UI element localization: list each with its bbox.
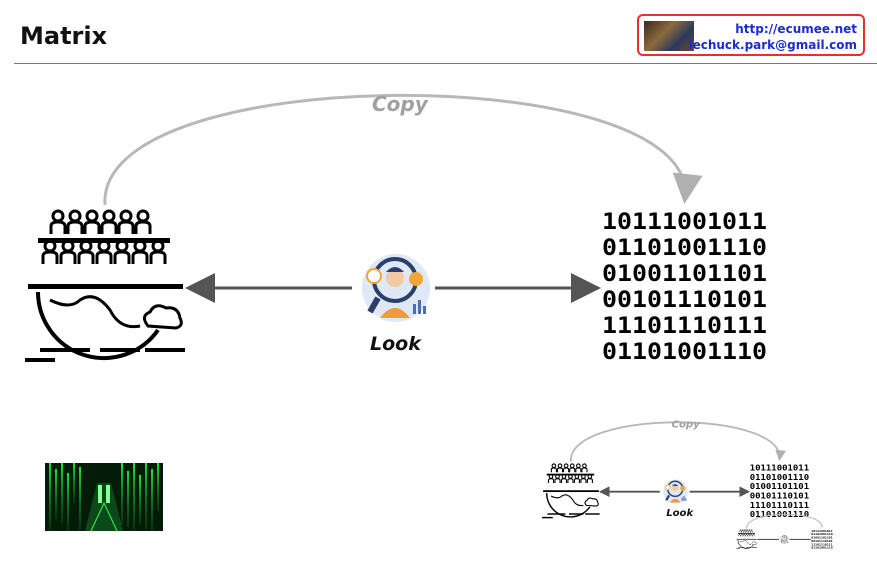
svg-text:10111001011: 10111001011 — [750, 463, 810, 472]
svg-text:00101110101: 00101110101 — [811, 539, 833, 543]
binary-row: 01001101101 — [602, 262, 767, 287]
svg-text:01001101101: 01001101101 — [811, 536, 833, 540]
binary-data-icon: 10111001011 01101001110 01001101101 0010… — [602, 210, 767, 365]
copy-arc — [103, 93, 703, 206]
binary-row: 11101110111 — [602, 314, 767, 339]
svg-text:11101110111: 11101110111 — [750, 501, 810, 510]
recursive-diagram-medium: Copy Look 10111001011 01101001110 010011… — [542, 420, 810, 519]
look-label-small: Look — [666, 508, 694, 519]
binary-row: 01101001110 — [602, 236, 767, 261]
binary-row: 00101110101 — [602, 288, 767, 313]
analyst-magnifier-icon — [362, 254, 430, 322]
svg-text:11101110111: 11101110111 — [811, 542, 833, 546]
author-badge[interactable]: http://ecumee.net lechuck.park@gmail.com — [637, 14, 865, 56]
copy-label-small: Copy — [672, 420, 701, 431]
svg-text:01101001110: 01101001110 — [811, 546, 833, 550]
author-thumbnail — [644, 21, 694, 51]
copy-label: Copy — [372, 92, 429, 116]
svg-text:01101001110: 01101001110 — [750, 473, 810, 482]
binary-row: 10111001011 — [602, 210, 767, 235]
page-title: Matrix — [20, 22, 108, 50]
svg-text:10111001011: 10111001011 — [811, 529, 833, 533]
svg-text:01001101101: 01001101101 — [750, 482, 810, 491]
svg-text:01101001110: 01101001110 — [811, 532, 833, 536]
author-url[interactable]: http://ecumee.net — [735, 22, 857, 36]
matrix-code-image — [45, 463, 163, 531]
binary-row: 01101001110 — [602, 340, 767, 365]
recursive-diagram-tiny: 10111001011 01101001110 01001101101 0010… — [736, 513, 833, 550]
header-divider — [14, 63, 877, 64]
people-on-globe-icon — [25, 211, 185, 362]
look-label: Look — [370, 333, 422, 355]
author-email[interactable]: lechuck.park@gmail.com — [688, 38, 857, 52]
svg-text:00101110101: 00101110101 — [750, 492, 810, 501]
